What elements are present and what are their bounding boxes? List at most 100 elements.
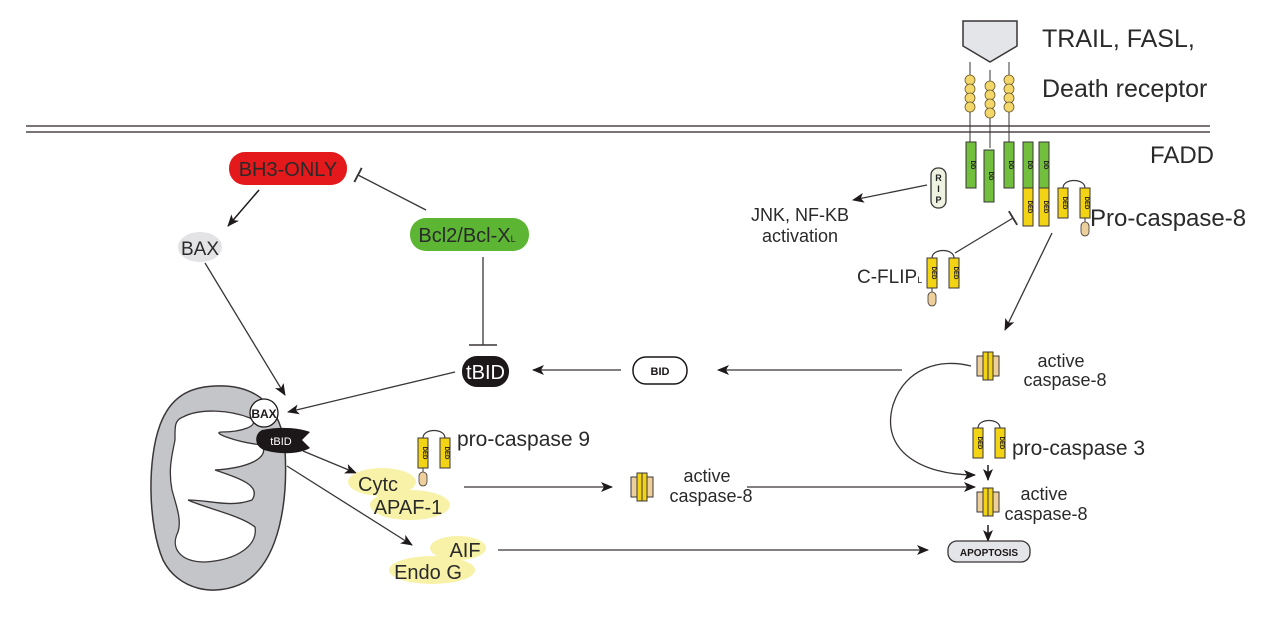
mito-bax-label: BAX bbox=[251, 407, 276, 421]
active-caspase-8-bottom bbox=[976, 487, 1000, 517]
rip-letter-p: P bbox=[935, 195, 941, 205]
mito-bax-node bbox=[249, 398, 279, 428]
domain-label: DED bbox=[976, 437, 982, 450]
dd-domain bbox=[965, 141, 977, 189]
crd-domain bbox=[964, 74, 976, 86]
domain-label: DED bbox=[952, 267, 958, 280]
linker bbox=[1062, 179, 1086, 189]
crd-domain bbox=[1003, 74, 1015, 86]
tbid-to-mito-arrow bbox=[287, 371, 456, 415]
endog-ellipse bbox=[389, 556, 475, 584]
prodomain bbox=[927, 291, 937, 307]
mito-tbid-node bbox=[256, 427, 310, 454]
active-caspase-8-top-line1: active bbox=[1037, 351, 1084, 371]
bid-label: BID bbox=[651, 366, 670, 378]
ligand-label-line1: TRAIL, FASL, bbox=[1042, 25, 1195, 53]
jnk-label-line1: JNK, NF-KB bbox=[751, 205, 849, 225]
prodomain bbox=[1080, 221, 1090, 237]
domain-label: DD bbox=[1042, 161, 1048, 170]
endog-label: Endo G bbox=[394, 562, 462, 584]
active-caspase-8-mid-line1: active bbox=[683, 466, 730, 486]
pro-caspase-9-label: pro-caspase 9 bbox=[457, 428, 590, 451]
domain-label: DD bbox=[1026, 161, 1032, 170]
rip-to-jnk-arrow bbox=[852, 184, 928, 203]
ligand-label-line2: Death receptor bbox=[1042, 75, 1207, 103]
domain-label: DED bbox=[1083, 197, 1089, 210]
crd-domain bbox=[984, 98, 996, 110]
bax-label: BAX bbox=[181, 239, 219, 260]
domain-label: DED bbox=[1042, 201, 1048, 214]
linker bbox=[977, 419, 1001, 429]
cytc-ellipse bbox=[348, 468, 416, 496]
bh3-only-label: BH3-ONLY bbox=[239, 159, 338, 181]
domain-label: DED bbox=[930, 267, 936, 280]
prodomain bbox=[418, 471, 428, 487]
c-flip-protein: DED DED bbox=[926, 249, 960, 307]
active-caspase-8-bottom-line1: active bbox=[1020, 484, 1067, 504]
crd-domain bbox=[984, 89, 996, 101]
apaf1-ellipse bbox=[370, 490, 450, 520]
c-flip-inhibition bbox=[954, 210, 1018, 254]
mito-tbid-label: tBID bbox=[270, 436, 291, 448]
crd-domain bbox=[964, 83, 976, 95]
jnk-label-line2: activation bbox=[762, 226, 838, 246]
cytc-label: Cytc bbox=[358, 474, 398, 496]
apaf1-label: APAF-1 bbox=[374, 497, 443, 519]
ded-domain bbox=[439, 437, 451, 469]
fadd-label: FADD bbox=[1150, 142, 1214, 169]
pro-caspase-3-label: pro-caspase 3 bbox=[1012, 437, 1145, 460]
linker bbox=[422, 429, 446, 439]
cell-membrane bbox=[26, 125, 1210, 133]
crd-domain bbox=[1003, 92, 1015, 104]
active-caspase-8-mid-line2: caspase-8 bbox=[669, 486, 752, 506]
active-caspase-8-mid bbox=[630, 472, 654, 502]
ded-domain bbox=[1057, 187, 1069, 219]
crd-domain bbox=[964, 92, 976, 104]
mito-to-cytc-arrow bbox=[302, 450, 357, 474]
bax-to-mito-arrow bbox=[204, 262, 286, 396]
domain-label: DD bbox=[1007, 161, 1013, 170]
pro-caspase-9-protein: DED DED bbox=[417, 429, 451, 487]
domain-label: DD bbox=[987, 172, 993, 181]
active-caspase-8-top bbox=[976, 351, 1000, 381]
mito-to-aif-arrow bbox=[286, 465, 413, 546]
ded-domain bbox=[1038, 187, 1050, 227]
bax-node bbox=[178, 232, 222, 262]
bcl2-label: Bcl2/Bcl-XL bbox=[418, 225, 515, 247]
domain-label: DED bbox=[443, 447, 449, 460]
aif-label: AIF bbox=[449, 540, 480, 562]
ded-domain bbox=[994, 427, 1006, 459]
death-ligand bbox=[962, 20, 1018, 63]
bh3-only-node bbox=[229, 152, 347, 185]
active-caspase-8-bottom-line2: caspase-8 bbox=[1004, 504, 1087, 524]
death-receptors bbox=[964, 62, 1015, 148]
domain-label: DED bbox=[998, 437, 1004, 450]
pro-caspase-8-to-active-arrow bbox=[1004, 232, 1053, 331]
c-flip-label: C-FLIPL bbox=[857, 267, 922, 288]
domain-label: DED bbox=[1026, 201, 1032, 214]
crd-domain bbox=[984, 80, 996, 92]
linker bbox=[931, 249, 955, 259]
pro-caspase-3-protein: DED DED bbox=[972, 419, 1006, 459]
bcl2-inhibits-bh3 bbox=[353, 167, 427, 211]
ded-domain bbox=[972, 427, 984, 459]
crd-domain bbox=[984, 107, 996, 119]
rip-node: R I P bbox=[930, 167, 947, 209]
caspase-8-cleaves-caspase-3-arrow bbox=[889, 362, 976, 480]
bid-node bbox=[632, 356, 688, 385]
apoptosis-label: APOPTOSIS bbox=[960, 548, 1018, 559]
active-caspase-8-top-line2: caspase-8 bbox=[1023, 370, 1106, 390]
crd-domain bbox=[964, 101, 976, 113]
bh3-to-bax-arrow bbox=[227, 189, 260, 227]
apoptosis-node bbox=[947, 540, 1031, 563]
domain-label: DED bbox=[421, 447, 427, 460]
pro-caspase-8-label: Pro-caspase-8 bbox=[1090, 205, 1246, 232]
mitochondrion bbox=[150, 385, 287, 591]
domain-label: DD bbox=[969, 161, 975, 170]
tbid-label: tBID bbox=[466, 362, 505, 384]
crd-domain bbox=[1003, 83, 1015, 95]
rip-letter-i: I bbox=[937, 184, 940, 194]
ded-domain bbox=[948, 257, 960, 289]
